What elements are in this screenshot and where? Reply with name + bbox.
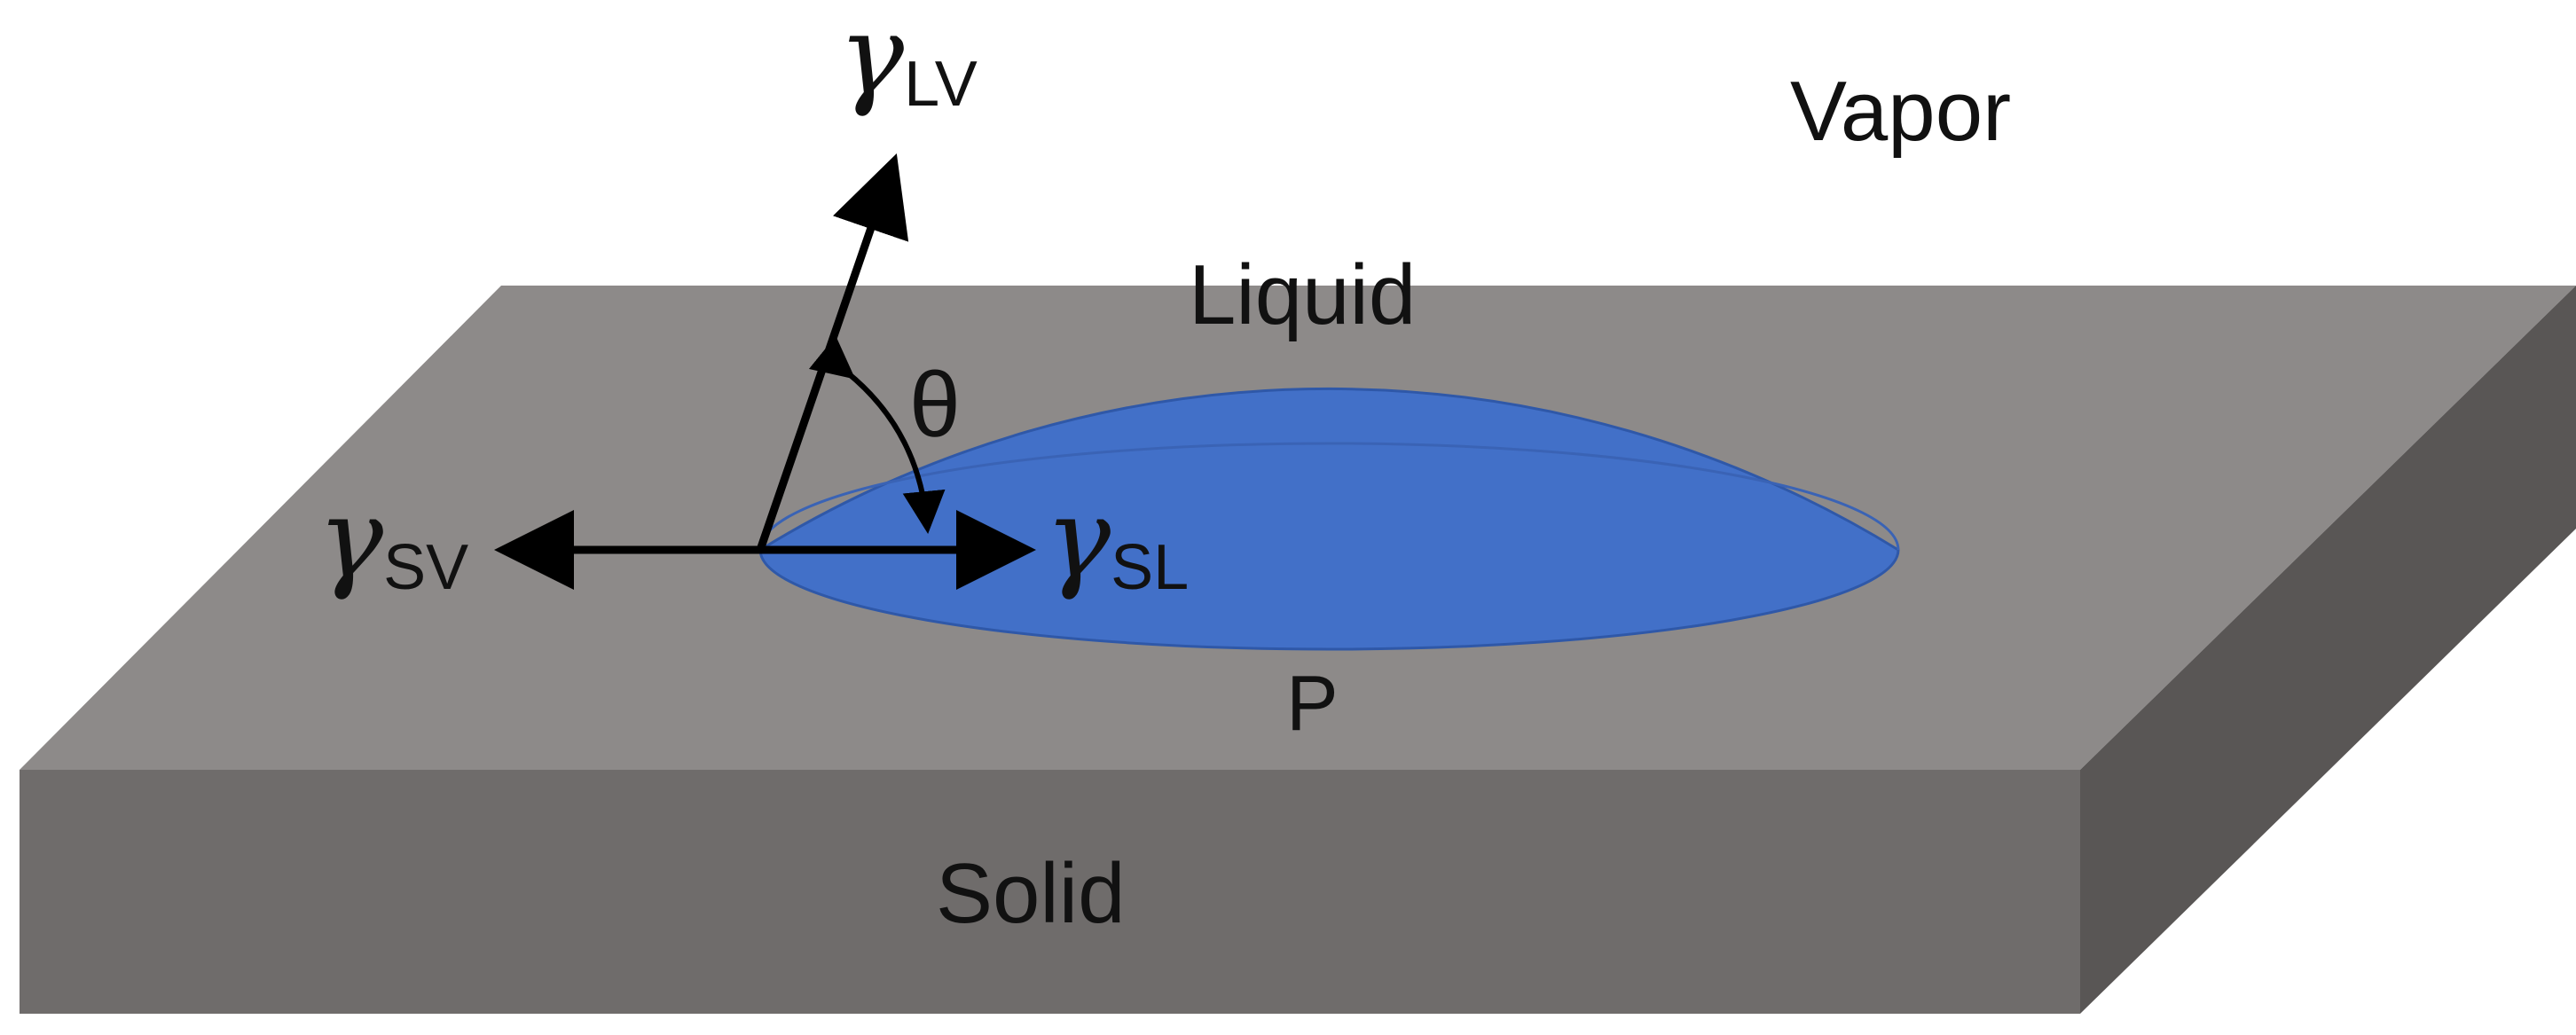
curved-double-arrow-icon bbox=[808, 335, 946, 534]
slab-right-face bbox=[2080, 286, 2576, 1014]
solid-label: Solid bbox=[936, 846, 1125, 941]
slab-front-face bbox=[20, 770, 2080, 1014]
tension-arrows bbox=[494, 153, 1036, 590]
gamma-lv-label: γLV bbox=[838, 0, 978, 120]
gamma-sl-label: γSL bbox=[1045, 475, 1189, 603]
point-label: P bbox=[1286, 659, 1339, 747]
liquid-droplet bbox=[758, 388, 1900, 651]
liquid-label: Liquid bbox=[1189, 247, 1416, 342]
vapor-label: Vapor bbox=[1790, 64, 2011, 159]
contact-angle-label: θ bbox=[909, 354, 961, 457]
gamma-sv-label: γSV bbox=[318, 475, 468, 603]
droplet-dome bbox=[758, 388, 1900, 651]
